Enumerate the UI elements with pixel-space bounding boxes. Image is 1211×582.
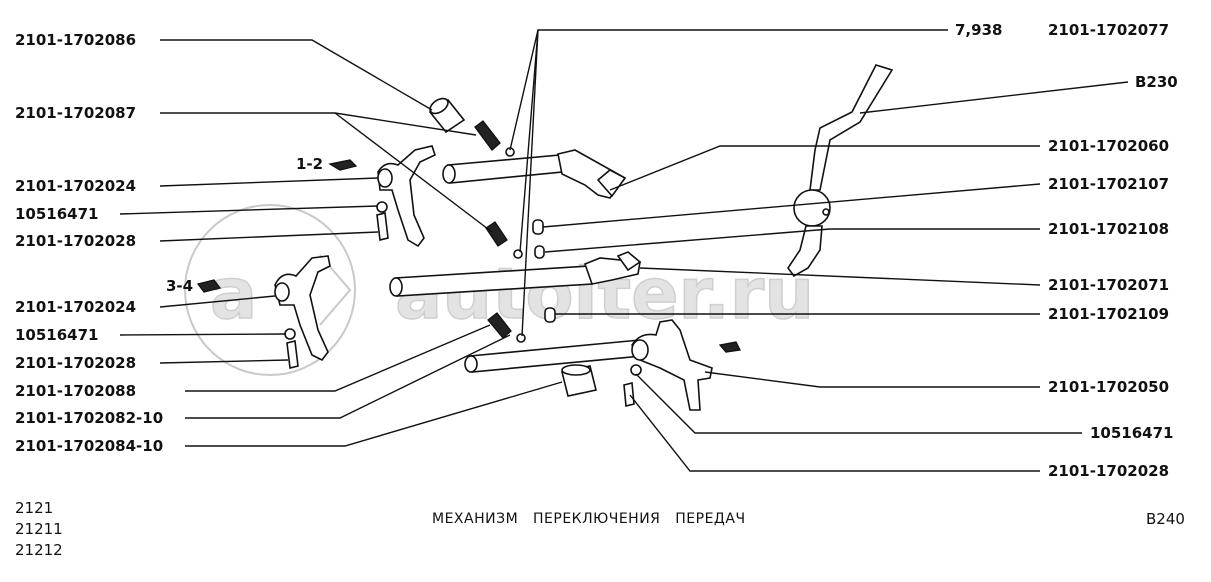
gear-mark-1-2: 1-2: [296, 155, 323, 173]
label-2101-1702088: 2101-1702088: [15, 382, 136, 400]
gear-marks: 1-2 3-4: [166, 155, 323, 295]
label-2101-1702084-10: 2101-1702084-10: [15, 437, 163, 455]
label-10516471-lower: 10516471: [15, 326, 99, 344]
model-21212: 21212: [15, 541, 63, 559]
label-2101-1702050: 2101-1702050: [1048, 378, 1169, 396]
pin-1702109: [544, 307, 556, 323]
gear-mark-3-4: 3-4: [166, 277, 193, 295]
ball-middle: [513, 249, 523, 259]
label-2101-1702077: 2101-1702077: [1048, 21, 1169, 39]
fork-glyph-1-2: [328, 159, 358, 171]
pin-1702108: [534, 245, 545, 259]
sleeve-part: [428, 97, 466, 134]
label-b230: B230: [1135, 73, 1178, 91]
sleeve-lower: [561, 364, 597, 397]
label-10516471-right: 10516471: [1090, 424, 1174, 442]
bolt-lower: [284, 328, 299, 369]
label-2101-1702028-lower: 2101-1702028: [15, 354, 136, 372]
rod-lower: [464, 339, 643, 373]
label-2101-1702082-10: 2101-1702082-10: [15, 409, 163, 427]
fork-3-4: [274, 255, 331, 362]
leader-lines: [119, 29, 1129, 472]
label-10516471-upper: 10516471: [15, 205, 99, 223]
spring-lower: [487, 312, 512, 339]
watermark-logo-letter: a: [210, 253, 257, 335]
fork-1-2: [377, 145, 436, 248]
bolt-right: [623, 364, 642, 408]
pin-1702107: [532, 219, 544, 235]
label-7938: 7,938: [955, 21, 1002, 39]
fork-glyph-3-4: [196, 279, 222, 293]
gear-lever: [787, 64, 894, 278]
label-2101-1702060: 2101-1702060: [1048, 137, 1169, 155]
label-2101-1702028-upper: 2101-1702028: [15, 232, 136, 250]
label-2101-1702024-lower: 2101-1702024: [15, 298, 136, 316]
page-code: B240: [1146, 510, 1185, 528]
label-2101-1702028-right: 2101-1702028: [1048, 462, 1169, 480]
label-2101-1702071: 2101-1702071: [1048, 276, 1169, 294]
spring-upper: [474, 120, 501, 151]
model-2121: 2121: [15, 499, 54, 517]
label-2101-1702087: 2101-1702087: [15, 104, 136, 122]
parts-drawing: [196, 64, 894, 411]
spring-middle: [485, 221, 508, 247]
ball-lower: [516, 333, 526, 343]
model-21211: 21211: [15, 520, 63, 538]
left-labels: 2101-1702086 2101-1702087 2101-1702024 1…: [15, 31, 163, 455]
label-2101-1702107: 2101-1702107: [1048, 175, 1169, 193]
models-list: 2121 21211 21212: [15, 498, 63, 561]
label-2101-1702109: 2101-1702109: [1048, 305, 1169, 323]
diagram-title: МЕХАНИЗМ ПЕРЕКЛЮЧЕНИЯ ПЕРЕДАЧ: [432, 511, 746, 527]
label-2101-1702086: 2101-1702086: [15, 31, 136, 49]
label-2101-1702024-upper: 2101-1702024: [15, 177, 136, 195]
fork-glyph-right: [718, 341, 741, 353]
rod-upper: [442, 149, 627, 199]
label-2101-1702108: 2101-1702108: [1048, 220, 1169, 238]
bolt-upper: [376, 201, 389, 241]
fork-reverse: [631, 319, 713, 411]
right-labels: 7,938 2101-1702077 B230 2101-1702060 210…: [955, 21, 1178, 480]
